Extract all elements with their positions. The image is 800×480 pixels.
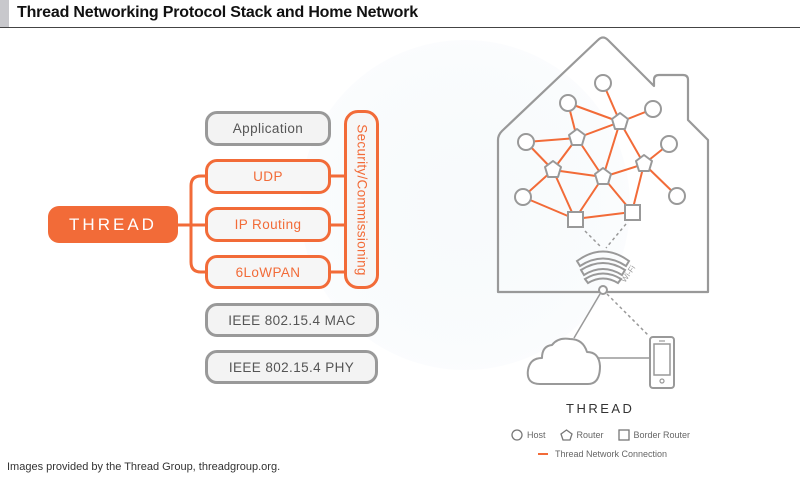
- page-title: Thread Networking Protocol Stack and Hom…: [17, 4, 418, 21]
- legend-border-router-label: Border Router: [633, 430, 691, 440]
- cloud-icon: [526, 337, 601, 385]
- legend-host: Host: [511, 429, 546, 441]
- house-outline: [496, 36, 710, 294]
- layer-ieee-phy: IEEE 802.15.4 PHY: [205, 350, 378, 384]
- title-bar: Thread Networking Protocol Stack and Hom…: [0, 0, 800, 28]
- orange-line-swatch: [538, 453, 548, 455]
- legend-border-router: Border Router: [617, 429, 691, 441]
- connection: [522, 196, 576, 220]
- connection: [552, 169, 576, 220]
- wifi-label: Wi-Fi: [619, 264, 637, 285]
- layer-label: UDP: [253, 169, 283, 184]
- title-accent-bar: [0, 0, 9, 27]
- host-node: [594, 74, 612, 92]
- router-node: [611, 112, 629, 130]
- thread-logo-small: THREAD: [566, 401, 635, 416]
- wifi-dashed-link: [605, 223, 627, 249]
- layer-label: Application: [232, 121, 304, 136]
- layer-label: IEEE 802.15.4 MAC: [228, 312, 356, 328]
- legend-router-label: Router: [576, 430, 604, 440]
- square-icon: [617, 429, 630, 441]
- layer-label: IP Routing: [234, 217, 302, 232]
- wifi-cloud-link: [573, 293, 601, 339]
- connection: [602, 121, 621, 178]
- layer-label: 6LoWPAN: [235, 264, 301, 280]
- legend-router: Router: [559, 429, 604, 441]
- wifi-dashed-link: [584, 230, 603, 249]
- thread-logo-badge: THREAD: [48, 206, 178, 243]
- layer-application: Application: [205, 111, 331, 146]
- border-router-node: [624, 204, 641, 221]
- layer-ieee-mac: IEEE 802.15.4 MAC: [205, 303, 379, 337]
- network-legend: Host Router Border Router: [511, 429, 704, 441]
- router-node: [594, 167, 612, 185]
- connection: [574, 211, 633, 220]
- router-node: [568, 128, 586, 146]
- host-node: [517, 133, 535, 151]
- pentagon-icon: [559, 429, 573, 441]
- security-commissioning-column: Security/Commissioning: [344, 110, 379, 289]
- circle-icon: [511, 429, 523, 441]
- host-node: [514, 188, 532, 206]
- router-node: [635, 154, 653, 172]
- legend-connection: Thread Network Connection: [538, 449, 667, 459]
- host-node: [559, 94, 577, 112]
- legend-connection-label: Thread Network Connection: [555, 449, 668, 459]
- host-node: [644, 100, 662, 118]
- smartphone-icon: [649, 336, 675, 389]
- host-node: [660, 135, 678, 153]
- border-router-node: [567, 211, 584, 228]
- layer-6lowpan: 6LoWPAN: [205, 255, 331, 289]
- thread-logo-text: THREAD: [69, 214, 157, 234]
- image-caption: Images provided by the Thread Group, thr…: [7, 461, 281, 473]
- legend-host-label: Host: [527, 430, 546, 440]
- router-node: [544, 160, 562, 178]
- stack-bracket: [189, 174, 205, 274]
- wifi-icon: [575, 250, 631, 295]
- host-node: [668, 187, 686, 205]
- layer-label: IEEE 802.15.4 PHY: [228, 359, 355, 375]
- layer-udp: UDP: [205, 159, 331, 194]
- layer-ip-routing: IP Routing: [205, 207, 331, 242]
- wifi-phone-dashed-link: [606, 293, 649, 336]
